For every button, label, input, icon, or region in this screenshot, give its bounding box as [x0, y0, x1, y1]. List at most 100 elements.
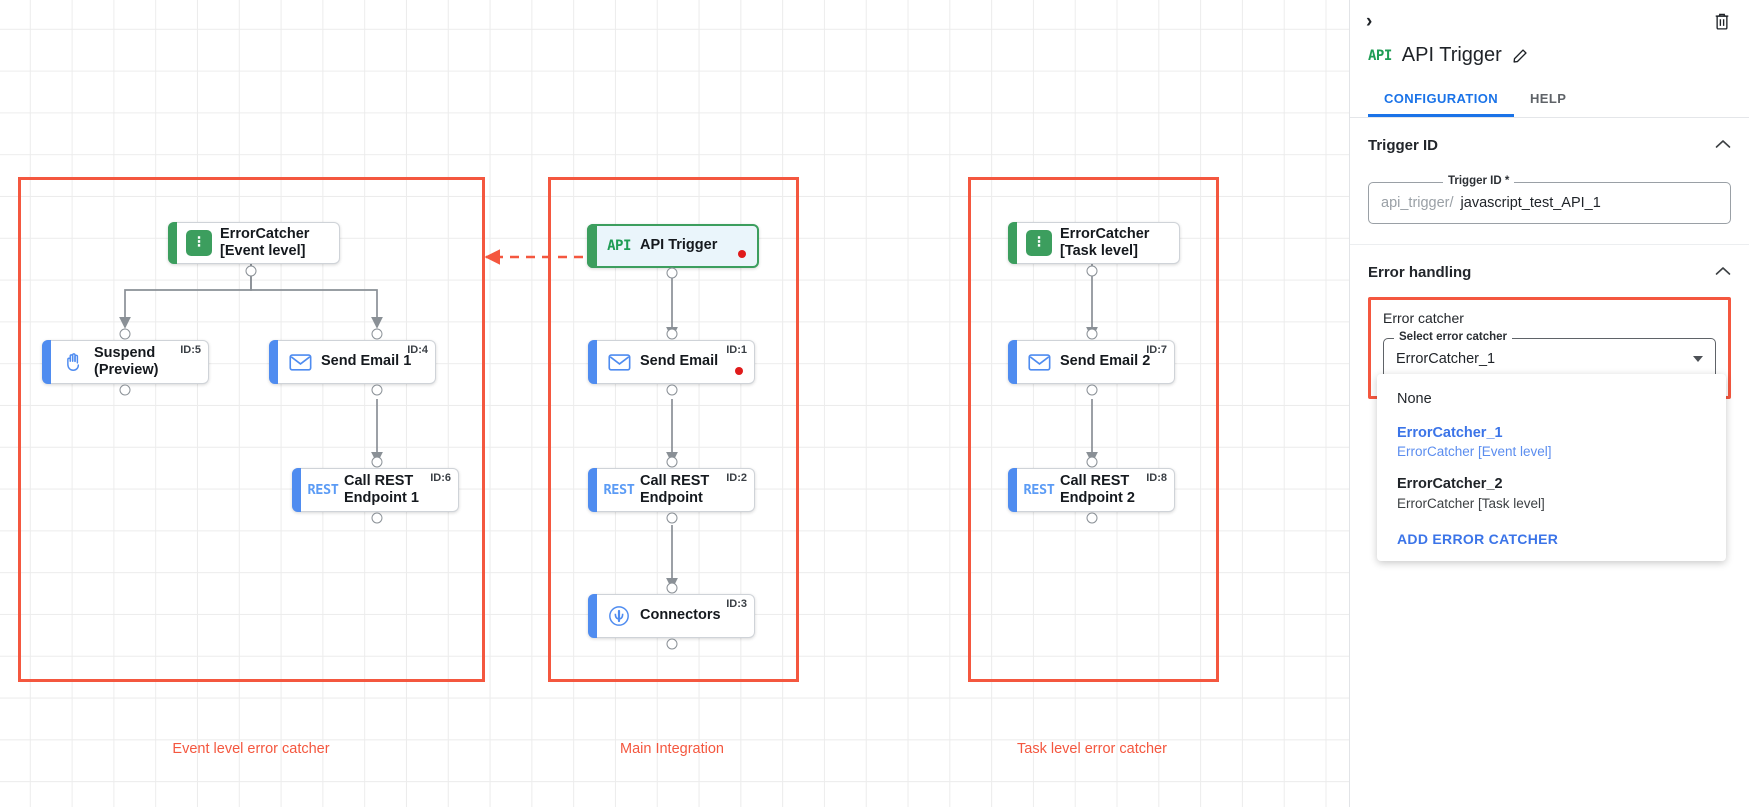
port-in[interactable] — [666, 456, 678, 468]
node-id-tag: ID:3 — [726, 598, 747, 610]
connectors-icon — [598, 605, 640, 627]
node-accent-bar — [588, 594, 597, 638]
menu-item-label: ErrorCatcher_2 — [1397, 476, 1503, 493]
port-in[interactable] — [666, 328, 678, 340]
node-id-tag: ID:8 — [1146, 472, 1167, 484]
tab-help[interactable]: HELP — [1530, 91, 1567, 106]
panel-title-row: API API Trigger — [1350, 42, 1749, 77]
api-icon: API — [607, 238, 631, 254]
port-in[interactable] — [119, 328, 131, 340]
group-label-main-integration: Main Integration — [620, 741, 724, 757]
node-call-rest-endpoint-1[interactable]: REST Call REST Endpoint 1 ID:6 — [292, 468, 459, 512]
hand-icon — [52, 351, 94, 373]
node-accent-bar — [1008, 340, 1017, 384]
section-header[interactable]: Trigger ID — [1368, 136, 1731, 160]
port-out[interactable] — [1086, 384, 1098, 396]
node-send-email-1[interactable]: Send Email 1 ID:4 — [269, 340, 436, 384]
port-in[interactable] — [1086, 328, 1098, 340]
flow-canvas[interactable]: Event level error catcher Main Integrati… — [0, 0, 1349, 807]
port-out[interactable] — [666, 638, 678, 650]
error-catcher-title: Error catcher — [1383, 310, 1464, 326]
panel-topbar: › — [1350, 0, 1749, 42]
panel-tabs: CONFIGURATION HELP — [1350, 81, 1749, 118]
node-send-email[interactable]: Send Email ID:1 — [588, 340, 755, 384]
group-frame-main-integration[interactable] — [548, 177, 799, 682]
port-out[interactable] — [1086, 512, 1098, 524]
trigger-id-label: Trigger ID * — [1443, 175, 1515, 187]
chevron-up-icon[interactable] — [1715, 263, 1731, 281]
node-call-rest-endpoint-2[interactable]: REST Call REST Endpoint 2 ID:8 — [1008, 468, 1175, 512]
node-suspend[interactable]: Suspend (Preview) ID:5 — [42, 340, 209, 384]
error-catcher-box: Error catcher Select error catcher Error… — [1368, 297, 1731, 562]
port-out[interactable] — [666, 384, 678, 396]
section-trigger-id: Trigger ID Trigger ID * api_trigger/ jav… — [1350, 118, 1749, 245]
node-accent-bar — [168, 222, 177, 264]
group-frame-event-level[interactable] — [18, 177, 485, 682]
node-id-tag: ID:5 — [180, 344, 201, 356]
chevron-down-icon[interactable] — [1693, 356, 1703, 362]
edit-pencil-icon[interactable] — [1512, 48, 1528, 64]
envelope-icon — [598, 353, 640, 372]
node-accent-bar — [588, 468, 597, 512]
node-id-tag: ID:1 — [726, 344, 747, 356]
add-error-catcher-button[interactable]: ADD ERROR CATCHER — [1397, 531, 1559, 548]
port-out[interactable] — [245, 265, 257, 277]
port-in[interactable] — [666, 582, 678, 594]
section-header[interactable]: Error handling — [1368, 263, 1731, 287]
rest-icon: REST — [1023, 482, 1055, 498]
node-accent-bar — [1008, 222, 1017, 264]
port-out[interactable] — [371, 384, 383, 396]
rest-icon: REST — [307, 482, 339, 498]
trigger-id-input[interactable]: javascript_test_API_1 — [1460, 195, 1601, 211]
node-errorcatcher-event-level[interactable]: ⁝ ErrorCatcher [Event level] — [168, 222, 340, 264]
menu-item-errorcatcher-1[interactable]: ErrorCatcher_1 ErrorCatcher [Event level… — [1377, 417, 1726, 469]
node-id-tag: ID:4 — [407, 344, 428, 356]
menu-item-label: None — [1397, 391, 1432, 407]
node-api-trigger[interactable]: API API Trigger — [587, 224, 759, 268]
menu-item-sublabel: ErrorCatcher [Event level] — [1397, 444, 1552, 460]
error-catcher-dropdown-menu[interactable]: None ErrorCatcher_1 ErrorCatcher [Event … — [1377, 374, 1726, 562]
node-label: Connectors — [640, 607, 721, 624]
node-accent-bar — [588, 340, 597, 384]
node-connectors[interactable]: Connectors ID:3 — [588, 594, 755, 638]
select-error-catcher[interactable]: Select error catcher ErrorCatcher_1 — [1383, 331, 1716, 380]
menu-item-none[interactable]: None — [1377, 383, 1726, 417]
node-label: Call REST Endpoint — [640, 472, 710, 506]
section-title: Error handling — [1368, 263, 1472, 281]
select-error-catcher-label: Select error catcher — [1394, 331, 1513, 343]
port-out[interactable] — [1086, 265, 1098, 277]
chevron-up-icon[interactable] — [1715, 136, 1731, 154]
port-out[interactable] — [371, 512, 383, 524]
node-accent-bar — [292, 468, 301, 512]
envelope-icon — [1018, 353, 1060, 372]
group-frame-task-level[interactable] — [968, 177, 1219, 682]
menu-item-sublabel: ErrorCatcher [Task level] — [1397, 495, 1545, 511]
node-errorcatcher-task-level[interactable]: ⁝ ErrorCatcher [Task level] — [1008, 222, 1180, 264]
group-label-task-level: Task level error catcher — [1017, 741, 1167, 757]
node-label: ErrorCatcher [Event level] — [220, 225, 310, 259]
tab-configuration[interactable]: CONFIGURATION — [1368, 81, 1514, 117]
port-out[interactable] — [666, 267, 678, 279]
node-accent-bar — [269, 340, 278, 384]
port-in[interactable] — [1086, 456, 1098, 468]
trigger-id-field[interactable]: Trigger ID * api_trigger/ javascript_tes… — [1368, 175, 1731, 224]
status-dot — [735, 367, 743, 375]
menu-item-label: ErrorCatcher_1 — [1397, 424, 1503, 441]
node-send-email-2[interactable]: Send Email 2 ID:7 — [1008, 340, 1175, 384]
delete-icon[interactable] — [1713, 12, 1731, 31]
node-accent-bar — [587, 224, 597, 268]
error-catcher-icon: ⁝ — [1018, 230, 1060, 256]
node-id-tag: ID:7 — [1146, 344, 1167, 356]
port-in[interactable] — [371, 328, 383, 340]
node-label: Send Email 2 — [1060, 353, 1151, 370]
menu-item-errorcatcher-2[interactable]: ErrorCatcher_2 ErrorCatcher [Task level] — [1377, 468, 1726, 520]
port-out[interactable] — [666, 512, 678, 524]
port-out[interactable] — [119, 384, 131, 396]
node-label: Send Email 1 — [321, 353, 412, 370]
error-catcher-icon: ⁝ — [178, 230, 220, 256]
node-accent-bar — [1008, 468, 1017, 512]
port-in[interactable] — [371, 456, 383, 468]
section-title: Trigger ID — [1368, 136, 1439, 154]
node-call-rest-endpoint[interactable]: REST Call REST Endpoint ID:2 — [588, 468, 755, 512]
collapse-panel-icon[interactable]: › — [1366, 10, 1373, 32]
